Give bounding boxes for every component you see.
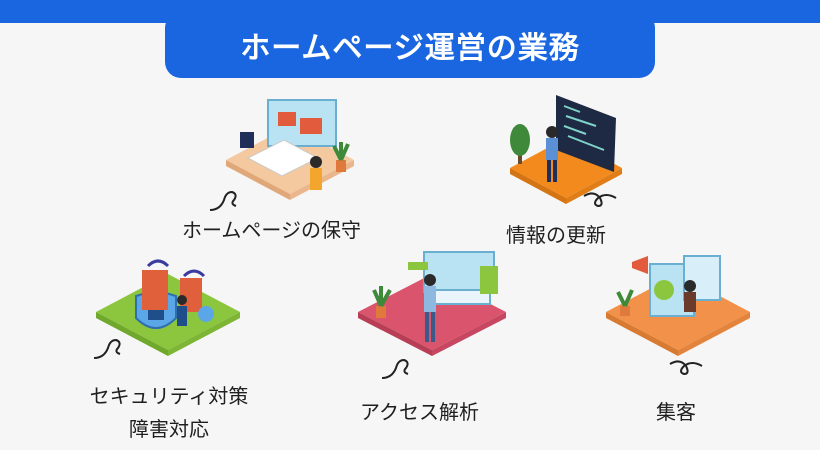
swirl-decoration-icon [381,358,409,379]
analytics-illustration [358,251,506,356]
update-illustration [510,95,622,204]
label-maintenance: ホームページの保守 [182,218,361,242]
swirl-decoration-icon [583,192,617,208]
label-analytics: アクセス解析 [360,400,479,424]
page-title: ホームページ運営の業務 [165,12,655,78]
swirl-decoration-icon [209,190,237,211]
label-security: セキュリティ対策 障害対応 [64,380,274,442]
maintenance-illustration [226,99,354,200]
security-illustration [96,259,240,356]
swirl-decoration-icon [93,338,121,359]
marketing-illustration [606,255,750,356]
label-marketing: 集客 [656,400,696,424]
label-update: 情報の更新 [506,223,606,247]
swirl-decoration-icon [669,360,703,376]
label-security-line-2: 障害対応 [129,417,209,441]
label-security-line-1: セキュリティ対策 [89,384,249,408]
